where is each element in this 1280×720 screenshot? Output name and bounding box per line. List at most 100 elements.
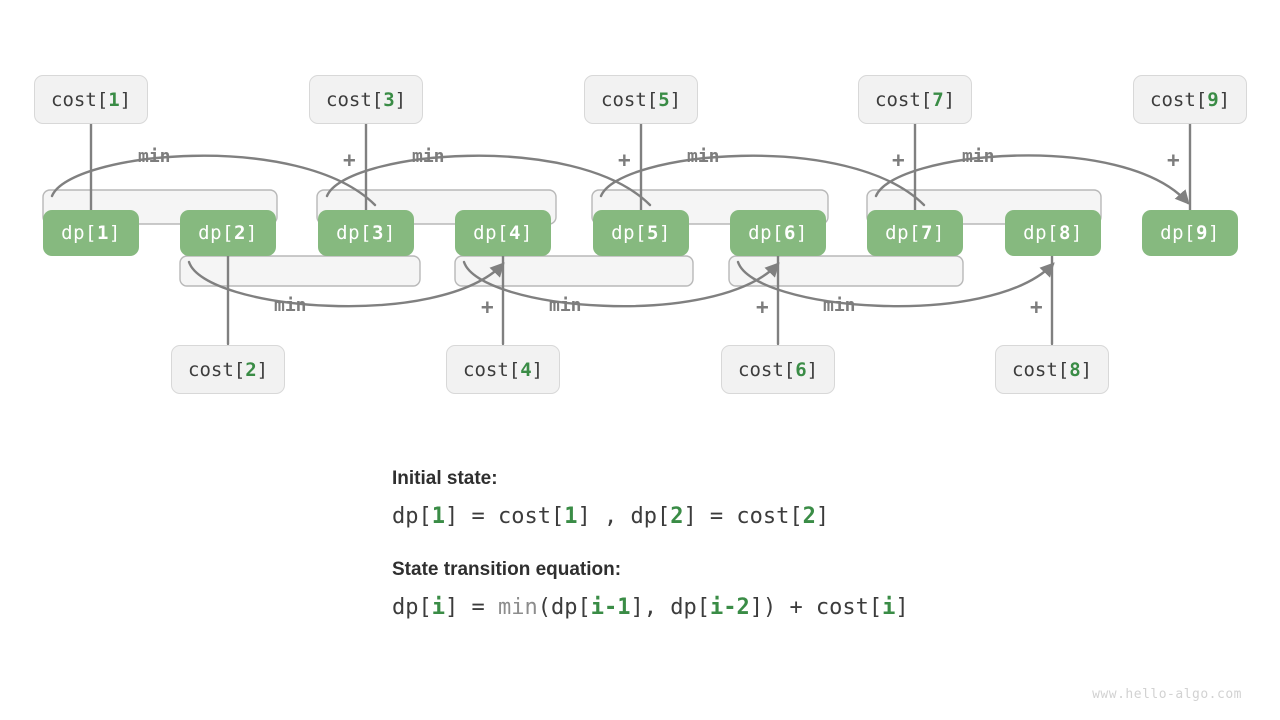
dp-cell-index: 3 <box>371 222 384 244</box>
plus-label-4: + <box>1167 148 1180 172</box>
eq-min-fn: min <box>497 595 538 620</box>
cost-cell-2: cost[2] <box>171 345 286 394</box>
min-arc-top-1 <box>50 154 377 207</box>
min-arc-group-bottom <box>187 260 1055 308</box>
dp-cell-index: 6 <box>783 222 796 244</box>
plus-label-7: + <box>1030 295 1043 319</box>
cost-cell-prefix: cost[ <box>875 88 933 111</box>
eq-text: ] <box>815 504 830 529</box>
min-label-6: min <box>549 295 582 316</box>
cost-cell-prefix: cost[ <box>463 358 521 381</box>
cost-cell-3: cost[3] <box>309 75 424 124</box>
cost-cell-prefix: cost[ <box>326 88 384 111</box>
dp-cell-5: dp[5] <box>593 210 689 256</box>
dp-cell-prefix: dp[ <box>198 222 234 244</box>
cost-cell-index: 2 <box>245 358 257 381</box>
dp-cell-suffix: ] <box>658 222 671 244</box>
eq-text: ], dp[ <box>630 595 710 620</box>
dp-cell-index: 5 <box>646 222 659 244</box>
dp-cell-prefix: dp[ <box>885 222 921 244</box>
explanation-block: Initial state: dp[1] = cost[1] , dp[2] =… <box>392 468 909 620</box>
plus-label-6: + <box>756 295 769 319</box>
dp-cell-index: 8 <box>1058 222 1071 244</box>
eq-text: ] , dp[ <box>577 504 671 529</box>
cost-cell-index: 8 <box>1069 358 1081 381</box>
min-label-1: min <box>138 146 171 167</box>
dp-cell-index: 2 <box>233 222 246 244</box>
dp-cell-suffix: ] <box>245 222 258 244</box>
plus-label-1: + <box>343 148 356 172</box>
cost-cell-6: cost[6] <box>721 345 836 394</box>
cost-cell-7: cost[7] <box>858 75 973 124</box>
dp-cell-index: 4 <box>508 222 521 244</box>
dp-cell-7: dp[7] <box>867 210 963 256</box>
eq-text: dp[ <box>392 504 432 529</box>
min-arc-top-2 <box>325 154 652 207</box>
watermark: www.hello-algo.com <box>1092 687 1242 702</box>
min-arc-bottom-3 <box>736 260 1055 308</box>
eq-index: 2 <box>802 504 816 529</box>
min-label-7: min <box>823 295 856 316</box>
cost-cell-8: cost[8] <box>995 345 1110 394</box>
eq-index: i-1 <box>590 595 631 620</box>
cost-cell-suffix: ] <box>1218 88 1231 111</box>
dp-cell-3: dp[3] <box>318 210 414 256</box>
min-label-3: min <box>687 146 720 167</box>
cost-cell-suffix: ] <box>943 88 956 111</box>
min-arc-bottom-1 <box>187 260 505 308</box>
cost-cell-9: cost[9] <box>1133 75 1248 124</box>
bracket-group-bottom <box>179 255 964 287</box>
dp-cell-prefix: dp[ <box>1160 222 1196 244</box>
dp-cell-1: dp[1] <box>43 210 139 256</box>
dp-cell-index: 1 <box>96 222 109 244</box>
dp-cell-suffix: ] <box>520 222 533 244</box>
eq-text: ]) + cost[ <box>749 595 883 620</box>
transition-equation: dp[i] = min(dp[i-1], dp[i-2]) + cost[i] <box>392 595 909 620</box>
cost-cell-prefix: cost[ <box>738 358 796 381</box>
dp-cell-index: 9 <box>1195 222 1208 244</box>
cost-cell-suffix: ] <box>119 88 132 111</box>
cost-cell-index: 6 <box>795 358 807 381</box>
min-arc-bottom-2 <box>462 260 780 308</box>
dp-cell-prefix: dp[ <box>1023 222 1059 244</box>
bracket-bottom-2 <box>454 255 694 287</box>
dp-cell-suffix: ] <box>1070 222 1083 244</box>
dp-cell-index: 7 <box>920 222 933 244</box>
dp-cell-8: dp[8] <box>1005 210 1101 256</box>
dp-cell-suffix: ] <box>1207 222 1220 244</box>
plus-label-2: + <box>618 148 631 172</box>
bracket-bottom-3 <box>728 255 964 287</box>
cost-cell-index: 7 <box>932 88 944 111</box>
eq-text: ] <box>895 595 909 620</box>
dp-cell-prefix: dp[ <box>336 222 372 244</box>
dp-cell-prefix: dp[ <box>611 222 647 244</box>
dp-cell-suffix: ] <box>795 222 808 244</box>
dp-cell-prefix: dp[ <box>473 222 509 244</box>
cost-cell-index: 5 <box>658 88 670 111</box>
cost-cell-4: cost[4] <box>446 345 561 394</box>
min-arc-top-3 <box>599 154 926 207</box>
eq-index: i <box>882 595 896 620</box>
dp-cell-suffix: ] <box>108 222 121 244</box>
cost-cell-prefix: cost[ <box>1012 358 1070 381</box>
cost-cell-1: cost[1] <box>34 75 149 124</box>
eq-text: dp[ <box>392 595 432 620</box>
eq-text: ] = cost[ <box>445 504 565 529</box>
dp-cell-suffix: ] <box>383 222 396 244</box>
min-label-4: min <box>962 146 995 167</box>
dp-cell-prefix: dp[ <box>748 222 784 244</box>
cost-cell-suffix: ] <box>531 358 544 381</box>
initial-state-heading: Initial state: <box>392 468 498 489</box>
cost-cell-suffix: ] <box>1080 358 1093 381</box>
cost-cell-prefix: cost[ <box>188 358 246 381</box>
dp-cell-2: dp[2] <box>180 210 276 256</box>
min-label-2: min <box>412 146 445 167</box>
cost-cell-index: 9 <box>1207 88 1219 111</box>
cost-cell-index: 1 <box>108 88 120 111</box>
cost-cell-5: cost[5] <box>584 75 699 124</box>
eq-text: ] = cost[ <box>683 504 803 529</box>
eq-index: 1 <box>564 504 578 529</box>
eq-index: 2 <box>670 504 684 529</box>
eq-index: 1 <box>431 504 445 529</box>
